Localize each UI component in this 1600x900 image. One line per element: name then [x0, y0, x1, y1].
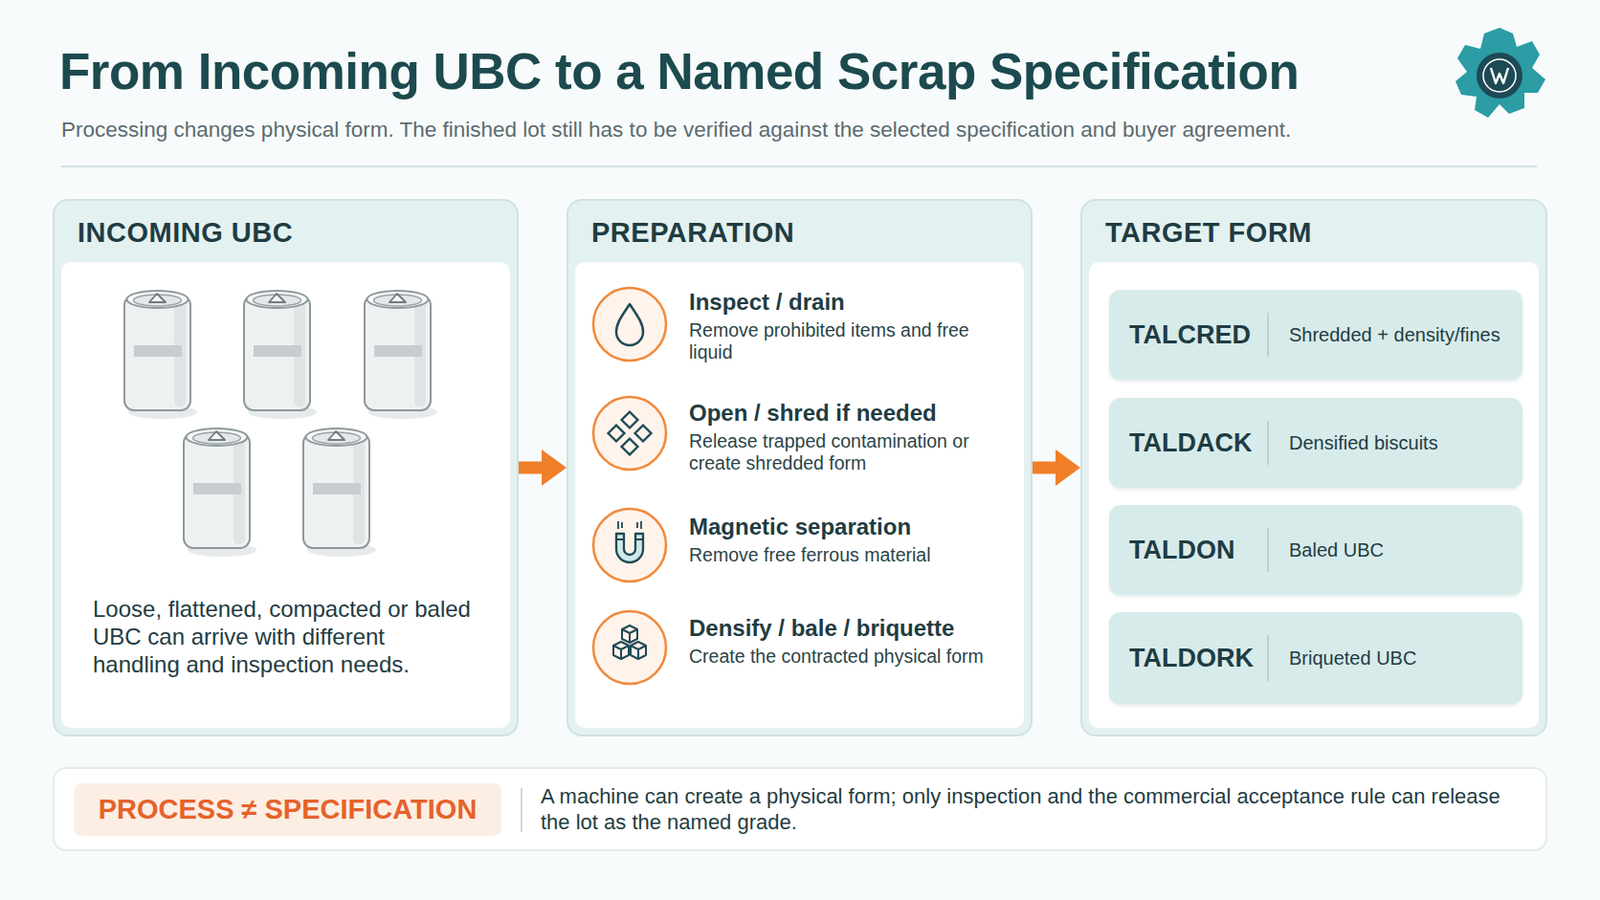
spec-divider	[1266, 635, 1269, 682]
note-text: A machine can create a physical form; on…	[540, 769, 1517, 850]
panel-body-text: Loose, flattened, compacted or baled UBC…	[92, 595, 476, 679]
spec-description: Briqueted UBC	[1288, 612, 1515, 705]
spec-description: Baled UBC	[1288, 505, 1515, 596]
spec-box: TALDON Baled UBC	[1109, 505, 1523, 596]
cubes-icon	[593, 611, 667, 685]
note-pill: PROCESS ≠ SPECIFICATION	[73, 783, 502, 837]
panel-heading: PREPARATION	[591, 217, 795, 249]
brand-logo	[1455, 27, 1546, 118]
spec-code: TALCRED	[1129, 289, 1251, 380]
arrow-head	[541, 449, 567, 487]
note-band: A machine can create a physical form; on…	[52, 767, 1548, 852]
step-description: Create the contracted physical form	[688, 645, 1000, 668]
spec-divider	[1266, 528, 1269, 573]
spec-description: Shredded + density/fines	[1288, 289, 1515, 380]
step-description: Release trapped contamination or create …	[688, 430, 1000, 475]
can-illustration	[303, 428, 377, 557]
band-separator	[520, 788, 523, 833]
step-heading: Magnetic separation	[688, 513, 912, 541]
can-illustration	[364, 290, 438, 420]
spec-code: TALDON	[1129, 505, 1235, 596]
can-illustration	[124, 290, 198, 420]
spec-box: TALDACK Densified biscuits	[1109, 398, 1523, 489]
arrow-shaft	[1032, 462, 1058, 475]
spec-code: TALDORK	[1129, 612, 1254, 705]
arrow-head	[1055, 449, 1081, 487]
spec-box: TALCRED Shredded + density/fines	[1109, 289, 1523, 380]
arrow-shaft	[518, 462, 544, 475]
step-heading: Densify / bale / briquette	[688, 615, 955, 643]
spec-divider	[1266, 312, 1269, 357]
can-illustration	[244, 290, 317, 420]
step-heading: Open / shred if needed	[688, 400, 937, 427]
panel-heading: INCOMING UBC	[77, 217, 293, 249]
spec-divider	[1266, 421, 1269, 466]
drain-icon	[593, 288, 667, 361]
shred-icon	[593, 397, 667, 470]
step-heading: Inspect / drain	[688, 288, 845, 316]
process-panel: TARGET FORM TALCRED Shredded + density/fin…	[1080, 199, 1548, 737]
flow-arrow	[518, 449, 567, 487]
spec-box: TALDORK Briqueted UBC	[1109, 612, 1523, 705]
divider-rule	[61, 165, 1538, 168]
magnet-icon	[593, 509, 667, 582]
spec-description: Densified biscuits	[1288, 398, 1515, 489]
panel-heading: TARGET FORM	[1105, 217, 1312, 249]
spec-code: TALDACK	[1129, 398, 1252, 489]
step-description: Remove free ferrous material	[688, 544, 1000, 567]
diagram-caption: Processing changes physical form. The fi…	[61, 117, 1291, 143]
process-panel: INCOMING UBC Loose, flattened, compacted …	[52, 199, 519, 737]
step-description: Remove prohibited items and free liquid	[688, 319, 1000, 364]
note-pill-text: PROCESS ≠ SPECIFICATION	[98, 794, 478, 826]
diagram-title: From Incoming UBC to a Named Scrap Speci…	[59, 42, 1299, 101]
flow-arrow	[1032, 449, 1081, 487]
can-illustration	[183, 428, 257, 557]
